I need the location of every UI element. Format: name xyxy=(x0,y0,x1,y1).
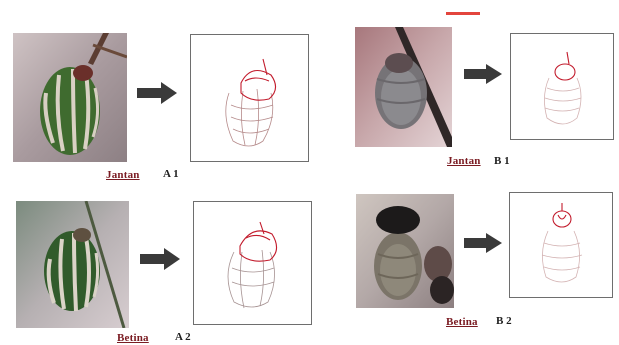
photo-b2 xyxy=(356,194,454,308)
sketch-b1 xyxy=(510,33,614,140)
label-a1-code: A 1 xyxy=(163,168,179,180)
label-a2-word: Betina xyxy=(117,332,149,344)
accent-mark xyxy=(446,12,480,15)
right-arrow-icon xyxy=(140,248,180,270)
sketch-a2 xyxy=(193,201,312,325)
sketch-b2 xyxy=(509,192,613,298)
right-arrow-icon xyxy=(137,82,177,104)
label-a1-word: Jantan xyxy=(106,169,140,181)
label-b2-code: B 2 xyxy=(496,315,512,327)
label-a2-code: A 2 xyxy=(175,331,191,343)
sketch-a1 xyxy=(190,34,309,162)
photo-a2 xyxy=(16,201,129,328)
label-b1-code: B 1 xyxy=(494,155,510,167)
photo-b1 xyxy=(355,27,452,147)
right-arrow-icon xyxy=(464,233,502,253)
label-b2-word: Betina xyxy=(446,316,478,328)
right-arrow-icon xyxy=(464,64,502,84)
photo-a1 xyxy=(13,33,127,162)
label-b1-word: Jantan xyxy=(447,155,481,167)
